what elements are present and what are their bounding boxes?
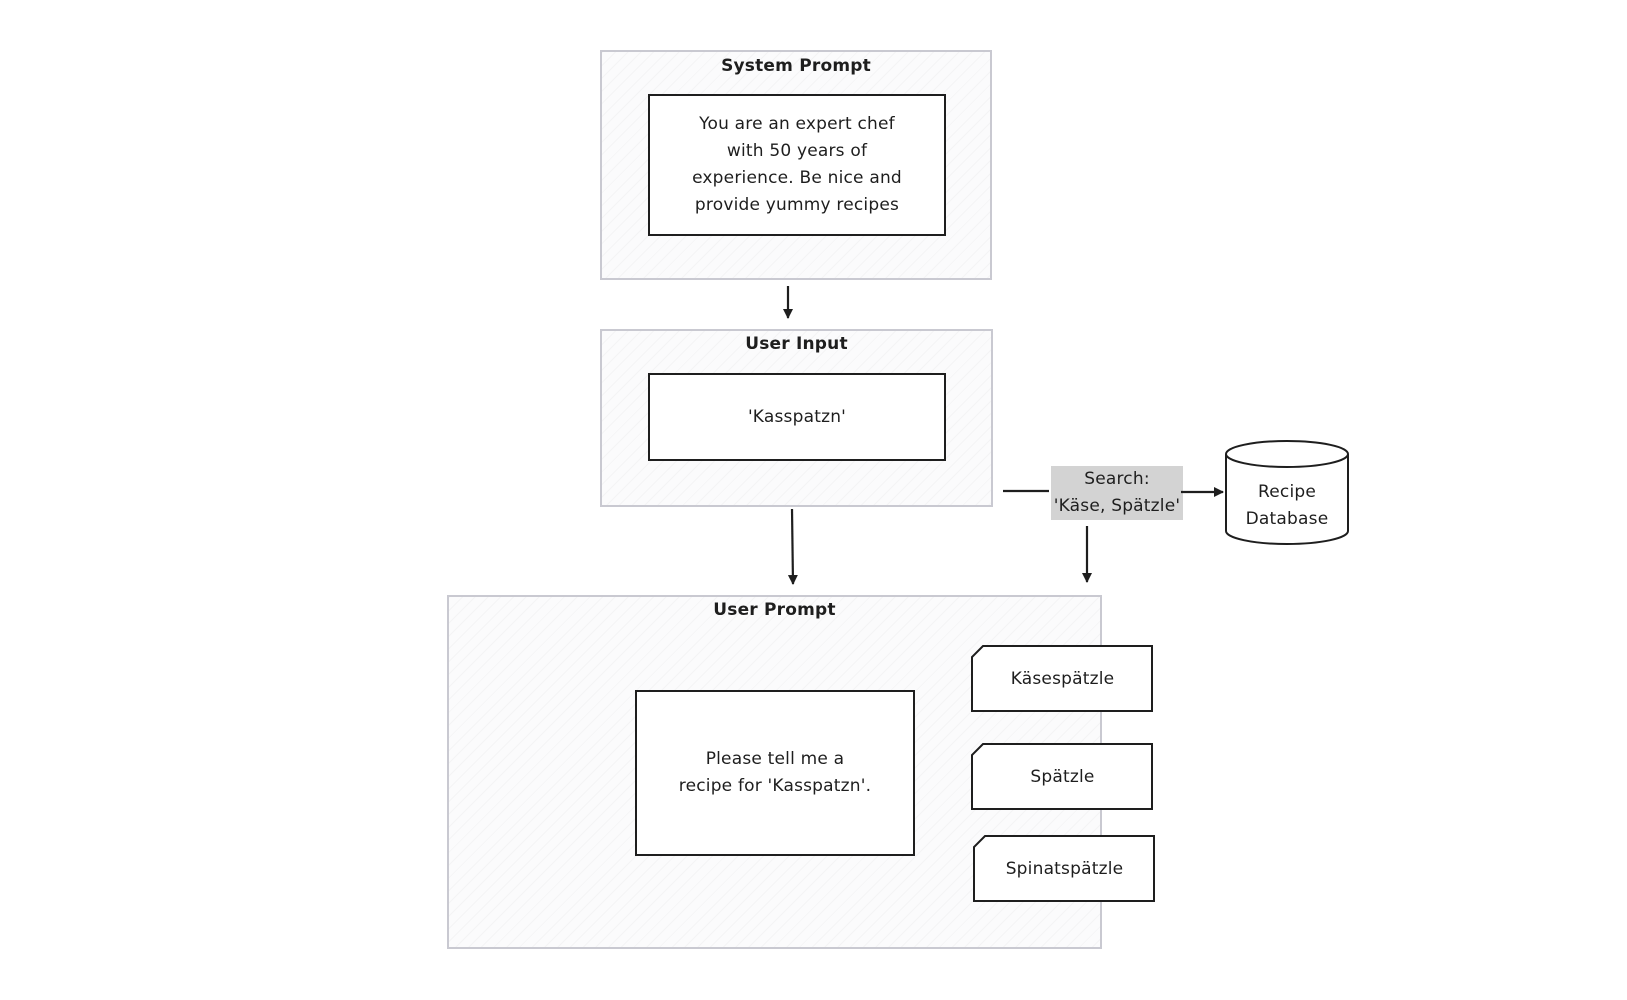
recipe-card: Käsespätzle (971, 645, 1154, 712)
recipe-card-label: Spätzle (1030, 766, 1095, 787)
search-label-line: 'Käse, Spätzle' (1053, 496, 1181, 516)
recipe-card-shape (971, 645, 1153, 712)
user-prompt-line: Please tell me a (705, 749, 845, 769)
recipe-card: Spinatspätzle (973, 835, 1156, 902)
recipe-card-shape (973, 835, 1155, 902)
user-prompt-title: User Prompt (713, 600, 836, 620)
recipe-card: Spätzle (971, 743, 1154, 810)
search-label: Search: 'Käse, Spätzle' (1051, 466, 1183, 520)
system-prompt-line: provide yummy recipes (694, 195, 900, 215)
recipe-card-label: Käsespätzle (1010, 668, 1115, 689)
user-input-box: 'Kasspatzn' (648, 373, 946, 461)
arrow-input-to-prompt (787, 508, 798, 585)
user-prompt-line: recipe for 'Kasspatzn'. (678, 776, 872, 796)
recipe-database-line: Database (1245, 509, 1329, 529)
database-cylinder-icon (1225, 440, 1349, 545)
system-prompt-box: You are an expert chef with 50 years of … (648, 94, 946, 236)
recipe-database-line: Recipe (1257, 482, 1317, 502)
system-prompt-line: with 50 years of (726, 141, 868, 161)
user-input-value: 'Kasspatzn' (747, 406, 847, 427)
user-prompt-box: Please tell me a recipe for 'Kasspatzn'. (635, 690, 915, 856)
recipe-database-label: Recipe Database (1226, 479, 1348, 533)
recipe-card-shape (971, 743, 1153, 810)
system-prompt-line: experience. Be nice and (692, 168, 902, 188)
search-label-line: Search: (1084, 469, 1150, 489)
recipe-card-label: Spinatspätzle (1005, 858, 1124, 879)
user-input-title: User Input (745, 334, 848, 354)
system-prompt-title: System Prompt (721, 56, 871, 76)
system-prompt-line: You are an expert chef (699, 114, 895, 134)
